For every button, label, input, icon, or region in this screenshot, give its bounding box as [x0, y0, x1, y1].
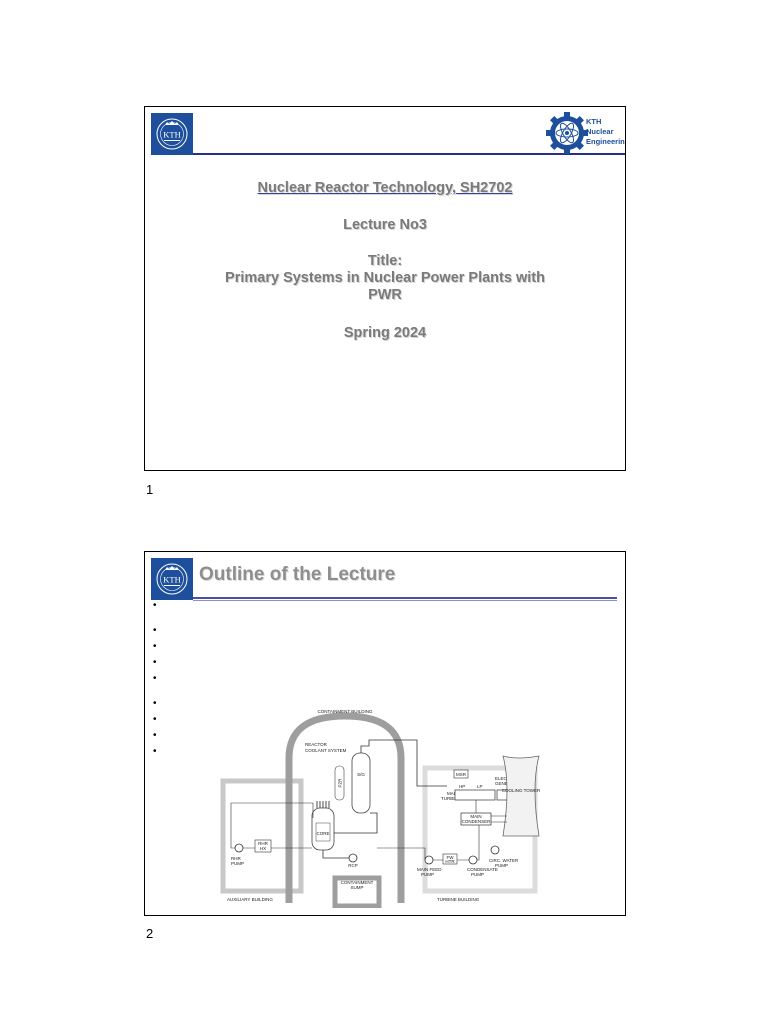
svg-text:CONDENSATE: CONDENSATE — [467, 867, 498, 872]
svg-text:KTH: KTH — [586, 117, 601, 126]
kth-logo: KTH — [151, 113, 193, 155]
pwr-plant-diagram: CONTAINMENT BUILDING REACTOR COOLANT SYS… — [220, 709, 541, 908]
svg-text:KTH: KTH — [163, 575, 180, 585]
bullet-6: • — [153, 698, 157, 709]
rcp-pump — [348, 853, 358, 863]
svg-text:COOLING TOWER: COOLING TOWER — [502, 788, 541, 793]
bullet-9: • — [153, 746, 157, 757]
bullet-2: • — [153, 625, 157, 636]
svg-text:RCP: RCP — [348, 863, 358, 868]
bullet-1: • — [153, 600, 157, 611]
svg-text:S/G: S/G — [357, 772, 365, 777]
slide-title: Outline of the Lecture — [199, 564, 396, 585]
svg-text:CONDENSER: CONDENSER — [462, 819, 492, 824]
svg-text:PUMP: PUMP — [231, 861, 244, 866]
header-rule — [193, 153, 625, 155]
atom-gear-icon: KTH Nuclear Engineering — [546, 112, 630, 154]
svg-text:RHR: RHR — [258, 841, 268, 846]
svg-text:COOLANT SYSTEM: COOLANT SYSTEM — [305, 748, 347, 753]
svg-text:KTH: KTH — [163, 130, 180, 140]
svg-text:REACTOR: REACTOR — [305, 742, 328, 747]
svg-text:FW: FW — [447, 855, 455, 860]
svg-text:HTR: HTR — [445, 859, 455, 864]
svg-text:Nuclear: Nuclear — [586, 127, 614, 136]
svg-text:CONTAINMENT BUILDING: CONTAINMENT BUILDING — [317, 709, 373, 714]
svg-text:HX: HX — [260, 846, 266, 851]
svg-text:RHR: RHR — [231, 856, 241, 861]
svg-text:CIRC. WATER: CIRC. WATER — [489, 858, 519, 863]
page-number-2: 2 — [146, 926, 154, 941]
svg-text:PUMP: PUMP — [471, 872, 484, 877]
title-line-1: Primary Systems in Nuclear Power Plants … — [225, 270, 545, 286]
svg-text:MAIN: MAIN — [470, 814, 481, 819]
svg-text:LP: LP — [477, 784, 483, 789]
svg-text:MAIN FEED: MAIN FEED — [417, 867, 442, 872]
svg-text:CONTAINMENT: CONTAINMENT — [341, 880, 374, 885]
svg-text:HP: HP — [459, 784, 465, 789]
kth-crest-icon: KTH — [156, 118, 188, 150]
bullet-3: • — [153, 641, 157, 652]
auxiliary-building-outline — [220, 778, 304, 894]
kth-crest-icon: KTH — [156, 563, 188, 595]
cooling-tower — [502, 755, 540, 837]
course-title: Nuclear Reactor Technology, SH2702 — [257, 180, 513, 196]
main-turbine — [454, 789, 496, 801]
kth-nuclear-engineering-logo: KTH Nuclear Engineering — [545, 109, 630, 157]
term: Spring 2024 — [343, 325, 427, 341]
bullet-4: • — [153, 657, 157, 668]
svg-text:CORE: CORE — [316, 831, 329, 836]
title-line-2: PWR — [368, 287, 402, 303]
svg-text:AUXILIARY BUILDING: AUXILIARY BUILDING — [227, 897, 273, 902]
svg-text:PUMP: PUMP — [495, 863, 508, 868]
svg-text:SUMP: SUMP — [350, 885, 363, 890]
slide-1: KTH — [144, 106, 630, 471]
header-rule — [193, 597, 617, 599]
header-rule-secondary — [193, 600, 617, 601]
reactor-core — [315, 822, 331, 842]
svg-text:PUMP: PUMP — [421, 872, 434, 877]
lecture-number: Lecture No3 — [343, 217, 427, 233]
slide-2: KTH Outline of the Lecture • • • • • • •… — [144, 551, 626, 916]
svg-text:Engineering: Engineering — [586, 137, 625, 146]
svg-text:MSR: MSR — [456, 772, 467, 777]
svg-text:MAIN: MAIN — [447, 791, 458, 796]
svg-text:TURBINE BUILDING: TURBINE BUILDING — [437, 897, 480, 902]
svg-text:TURBINE: TURBINE — [441, 796, 461, 801]
steam-generator — [351, 752, 371, 814]
title-label: Title: — [367, 253, 403, 269]
containment-sump-outline — [332, 875, 382, 908]
reactor-vessel — [311, 807, 335, 851]
bullet-5: • — [153, 673, 157, 684]
bullet-8: • — [153, 730, 157, 741]
bullet-7: • — [153, 714, 157, 725]
page-number-1: 1 — [146, 482, 154, 497]
containment-wall — [285, 712, 405, 903]
svg-text:PZR: PZR — [338, 778, 343, 788]
kth-logo: KTH — [151, 558, 193, 600]
